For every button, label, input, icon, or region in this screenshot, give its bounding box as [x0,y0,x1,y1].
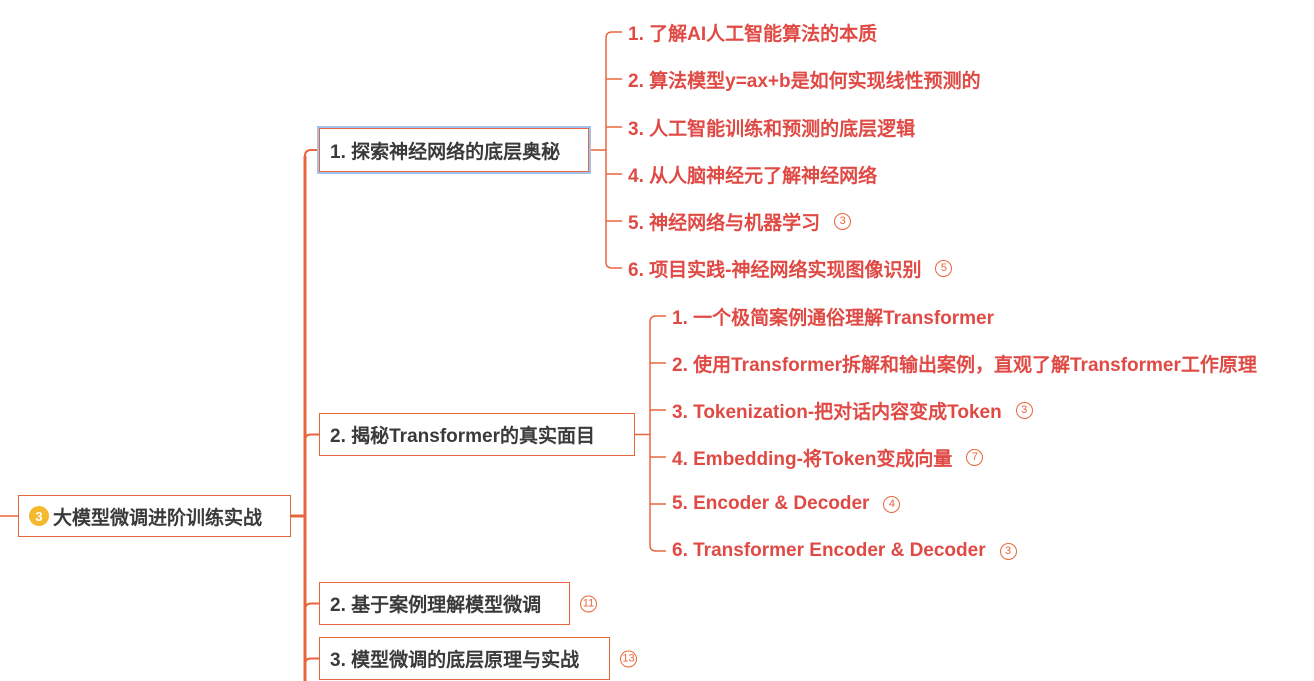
leaf-label: 5. 神经网络与机器学习 [628,212,821,234]
leaf-item[interactable]: 2. 使用Transformer拆解和输出案例，直观了解Transformer工… [672,350,1257,376]
leaf-label: 5. Encoder & Decoder [672,493,870,514]
child-count-badge[interactable]: 7 [966,448,984,466]
branch-label: 1. 探索神经网络的底层奥秘 [330,141,561,163]
leaf-label: 6. Transformer Encoder & Decoder [672,540,986,561]
connector-line [304,602,319,610]
leaf-label: 2. 使用Transformer拆解和输出案例，直观了解Transformer工… [672,354,1257,376]
leaf-item[interactable]: 3. 人工智能训练和预测的底层逻辑 [628,114,915,140]
leaf-item[interactable]: 1. 一个极简案例通俗理解Transformer [672,303,994,329]
connector-line [649,544,666,552]
branch-label: 3. 模型微调的底层原理与实战 [330,650,580,671]
leaf-label: 3. Tokenization-把对话内容变成Token [672,401,1002,423]
leaf-label: 2. 算法模型y=ax+b是如何实现线性预测的 [628,70,981,92]
connector-line [605,31,622,39]
child-count-badge[interactable]: 11 [580,595,597,612]
leaf-item[interactable]: 1. 了解AI人工智能算法的本质 [628,19,877,45]
leaf-label: 1. 了解AI人工智能算法的本质 [628,23,878,45]
child-count-badge[interactable]: 13 [620,650,637,667]
root-label: 大模型微调进阶训练实战 [53,507,263,529]
leaf-item[interactable]: 6. Transformer Encoder & Decoder 3 [672,538,1017,564]
branch-label: 2. 基于案例理解模型微调 [330,595,542,616]
leaf-label: 1. 一个极简案例通俗理解Transformer [672,307,994,329]
child-count-badge[interactable]: 4 [883,495,901,513]
root-node[interactable]: 3 大模型微调进阶训练实战 [18,495,291,537]
branch-node[interactable]: 2. 揭秘Transformer的真实面目 [319,413,635,456]
child-count-badge[interactable]: 5 [935,259,953,277]
leaf-item[interactable]: 3. Tokenization-把对话内容变成Token 3 [672,397,1033,423]
branch-node[interactable]: 1. 探索神经网络的底层奥秘 [319,128,589,172]
leaf-item[interactable]: 4. 从人脑神经元了解神经网络 [628,161,877,187]
leaf-item[interactable]: 6. 项目实践-神经网络实现图像识别 5 [628,255,953,281]
leaf-item[interactable]: 2. 算法模型y=ax+b是如何实现线性预测的 [628,66,981,92]
leaf-item[interactable]: 5. 神经网络与机器学习 3 [628,208,852,234]
leaf-label: 4. Embedding-将Token变成向量 [672,448,953,470]
connector-line [304,657,319,665]
leaf-item[interactable]: 5. Encoder & Decoder 4 [672,491,901,517]
branch-node[interactable]: 3. 模型微调的底层原理与实战 13 [319,637,637,680]
connector-line [304,433,319,441]
connector-line [304,149,319,157]
connector-line [605,261,622,269]
child-count-badge[interactable]: 3 [999,542,1017,560]
root-badge: 3 [29,506,49,526]
leaf-item[interactable]: 4. Embedding-将Token变成向量 7 [672,444,984,470]
child-count-badge[interactable]: 3 [1015,401,1033,419]
branch-label: 2. 揭秘Transformer的真实面目 [330,426,595,447]
leaf-label: 6. 项目实践-神经网络实现图像识别 [628,259,922,281]
branch-node[interactable]: 2. 基于案例理解模型微调 11 [319,582,597,625]
leaf-label: 3. 人工智能训练和预测的底层逻辑 [628,118,916,140]
connector-line [649,315,666,323]
leaf-label: 4. 从人脑神经元了解神经网络 [628,165,878,187]
child-count-badge[interactable]: 3 [834,212,852,230]
